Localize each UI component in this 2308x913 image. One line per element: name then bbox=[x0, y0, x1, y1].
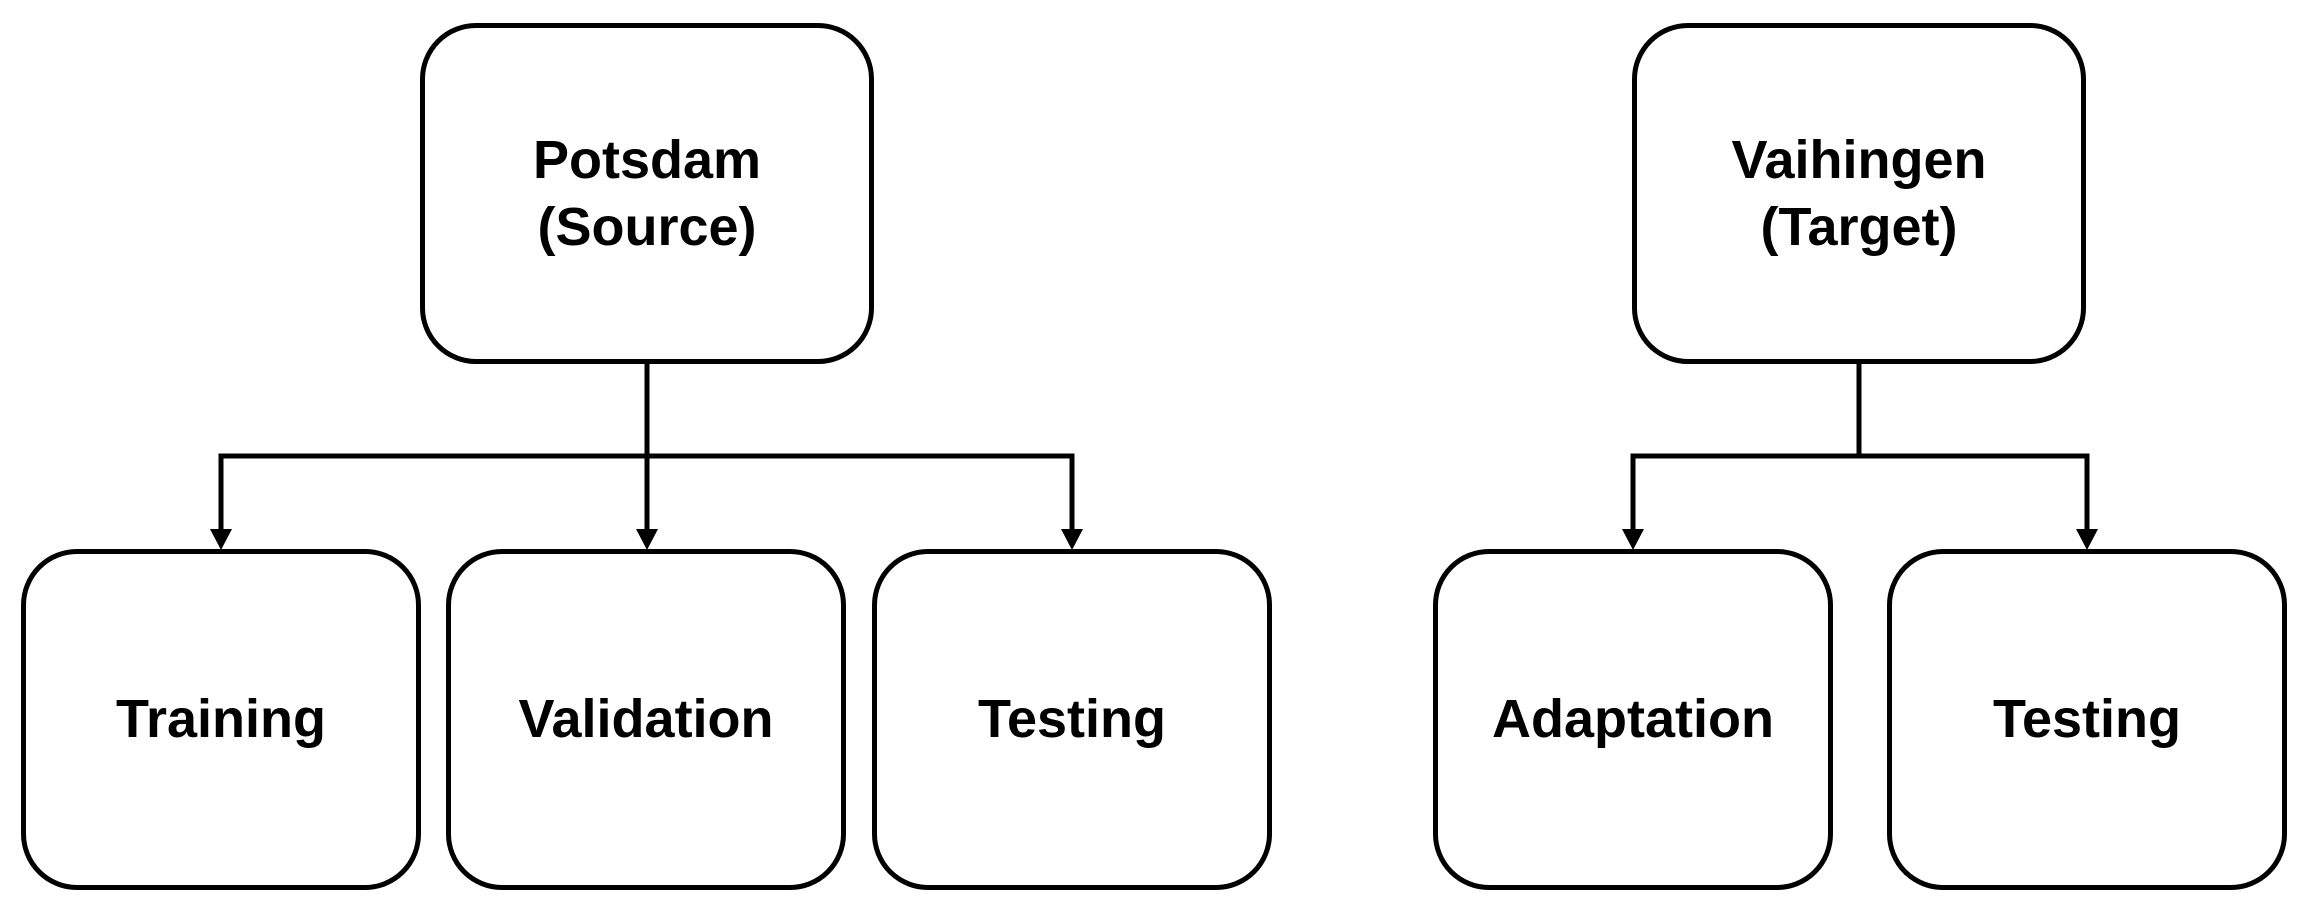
source-testing-split-node: Testing bbox=[872, 549, 1272, 890]
target-dataset-node: Vaihingen (Target) bbox=[1632, 23, 2086, 364]
target-dataset-label: Vaihingen (Target) bbox=[1731, 127, 1986, 261]
source-dataset-name: Potsdam bbox=[532, 129, 762, 190]
target-dataset-name: Vaihingen bbox=[1731, 129, 1987, 190]
arrowhead-validation bbox=[636, 529, 658, 550]
validation-split-label: Validation bbox=[518, 689, 774, 749]
validation-split-node: Validation bbox=[446, 549, 846, 890]
arrowhead-testing-target bbox=[2076, 529, 2098, 550]
target-testing-split-node: Testing bbox=[1887, 549, 2287, 890]
source-dataset-label: Potsdam (Source) bbox=[533, 127, 761, 261]
target-branch-line bbox=[1630, 453, 2090, 531]
target-testing-split-label: Testing bbox=[1993, 689, 2181, 749]
adaptation-split-label: Adaptation bbox=[1492, 689, 1774, 749]
arrowhead-training bbox=[210, 529, 232, 550]
adaptation-split-node: Adaptation bbox=[1433, 549, 1833, 890]
source-dataset-role: (Source) bbox=[537, 196, 757, 257]
training-split-node: Training bbox=[21, 549, 421, 890]
arrowhead-adaptation bbox=[1622, 529, 1644, 550]
source-testing-split-label: Testing bbox=[978, 689, 1166, 749]
source-branch-line bbox=[218, 453, 1075, 531]
training-split-label: Training bbox=[115, 689, 326, 749]
target-dataset-role: (Target) bbox=[1760, 196, 1958, 257]
arrowhead-testing-source bbox=[1061, 529, 1083, 550]
source-dataset-node: Potsdam (Source) bbox=[420, 23, 874, 364]
